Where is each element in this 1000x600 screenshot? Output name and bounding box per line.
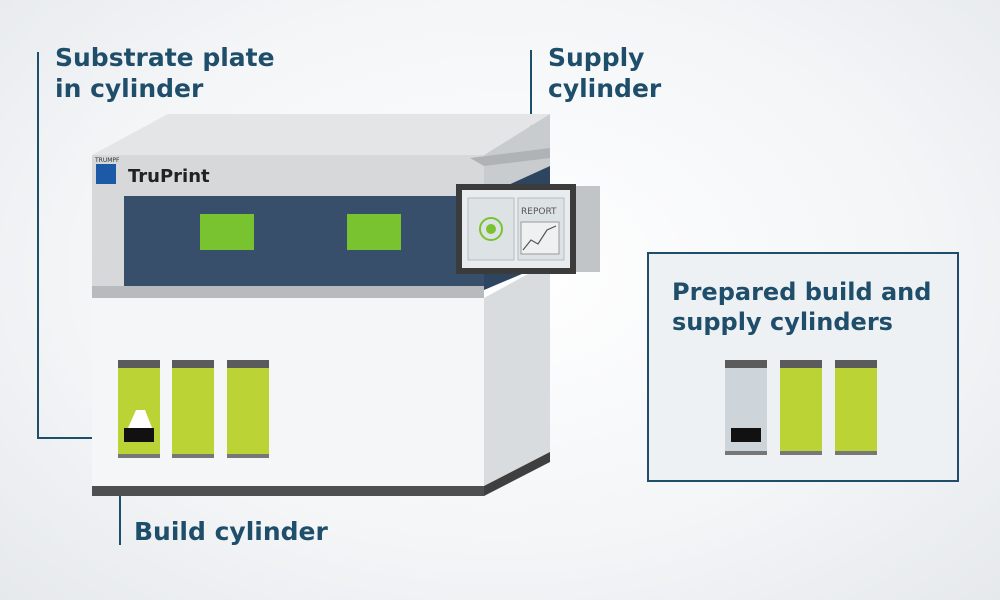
prepared-supply-cylinder-2-cap [835, 360, 877, 368]
supply-cylinder-1-body [172, 368, 214, 454]
prepared-supply-cylinder-2-body [835, 368, 877, 451]
build-cylinder-cap [118, 360, 160, 368]
viewing-window-left [200, 214, 254, 250]
trumpf-logo-icon [96, 164, 116, 184]
prepared-supply-cylinder-1-base [780, 451, 822, 455]
prepared-substrate-plate [731, 428, 761, 442]
label-supply-cylinder-line2: cylinder [548, 74, 662, 103]
supply-cylinder-2-body [227, 368, 269, 454]
viewing-window-right [347, 214, 401, 250]
prepared-panel-title-line1: Prepared build and [672, 278, 931, 306]
prepared-build-cylinder [725, 360, 767, 455]
base-foot-side [484, 452, 550, 496]
supply-cylinder-1 [172, 360, 214, 458]
base-foot [92, 486, 484, 496]
prepared-supply-cylinder-1-body [780, 368, 822, 451]
prepared-cylinders-panel: Prepared build and supply cylinders [647, 252, 959, 482]
housing-bottom-strip [92, 286, 484, 298]
label-build-cylinder: Build cylinder [134, 517, 328, 546]
label-supply-cylinder: Supply cylinder [548, 42, 661, 104]
machine-model-name: TruPrint [128, 166, 210, 187]
prepared-supply-cylinder-1 [780, 360, 822, 455]
supply-cylinder-2-cap [227, 360, 269, 368]
label-substrate-plate-line2: in cylinder [55, 74, 204, 103]
build-cylinder [118, 360, 160, 458]
prepared-build-cylinder-cap [725, 360, 767, 368]
prepared-supply-cylinder-2 [835, 360, 877, 455]
prepared-panel-title-line2: supply cylinders [672, 308, 893, 336]
label-substrate-plate-line1: Substrate plate [55, 43, 275, 72]
target-icon-ring [479, 217, 503, 241]
label-supply-cylinder-line1: Supply [548, 43, 645, 72]
base-right-side [484, 262, 550, 496]
prepared-supply-cylinder-1-cap [780, 360, 822, 368]
build-cylinder-base [118, 454, 160, 458]
prepared-build-cylinder-base [725, 451, 767, 455]
supply-cylinder-2 [227, 360, 269, 458]
substrate-plate [124, 428, 154, 442]
supply-cylinder-2-base [227, 454, 269, 458]
top-rail [470, 148, 550, 166]
machine-cylinders [118, 360, 269, 458]
supply-cylinder-1-base [172, 454, 214, 458]
touchscreen-monitor: REPORT [456, 184, 600, 274]
prepared-supply-cylinder-2-base [835, 451, 877, 455]
housing-top [92, 114, 550, 155]
label-substrate-plate: Substrate plate in cylinder [55, 42, 275, 104]
supply-cylinder-1-cap [172, 360, 214, 368]
report-label: REPORT [521, 207, 557, 217]
brand-logo-text: TRUMPF [94, 157, 120, 164]
control-panel [124, 196, 484, 286]
monitor-arm [576, 186, 600, 272]
target-icon [486, 224, 496, 234]
printed-part-icon [128, 410, 152, 428]
report-chart-icon [522, 225, 557, 251]
